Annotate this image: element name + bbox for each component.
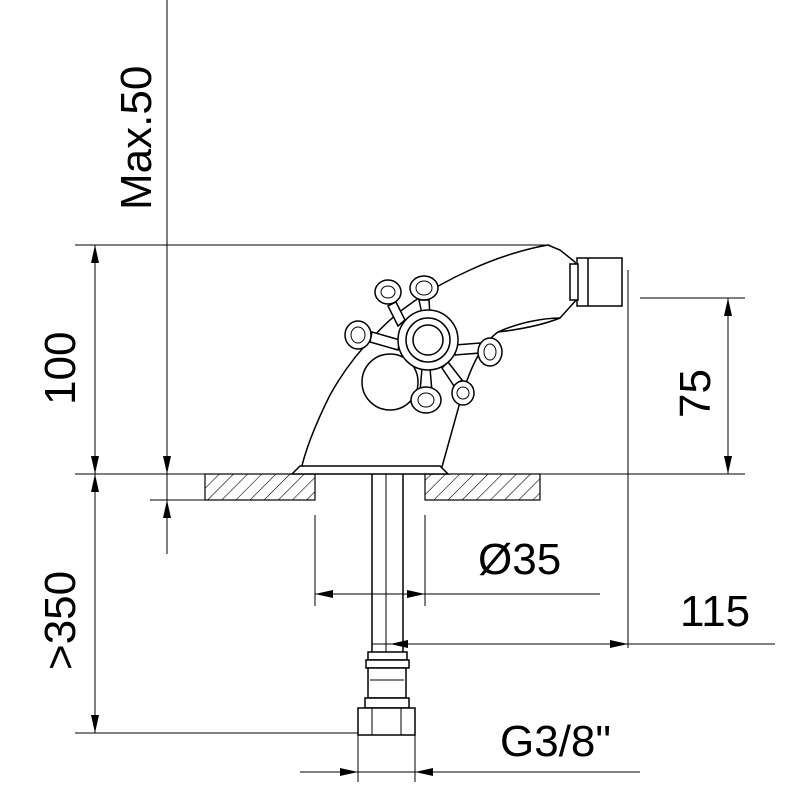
diameter-arrow-right bbox=[407, 590, 425, 598]
handle-hub-ring bbox=[405, 317, 451, 363]
hose-ring bbox=[365, 659, 410, 669]
cross-handle bbox=[344, 275, 503, 414]
hose-collar bbox=[367, 651, 408, 661]
handle-knob-left bbox=[344, 320, 372, 350]
hose-hex-nut bbox=[357, 707, 416, 736]
hose-ferrule bbox=[367, 667, 407, 699]
spout-height-arrow-bottom bbox=[724, 456, 732, 474]
handle-knob-right bbox=[477, 337, 503, 367]
dimension-350: >350 bbox=[36, 474, 99, 733]
handle-knob-lower-right-cap bbox=[456, 386, 470, 400]
thread-arrow-right bbox=[415, 768, 433, 776]
handle-arm-upper-left bbox=[386, 300, 406, 328]
handle-knob-upper-left bbox=[374, 279, 402, 305]
handle-knob-left-cap bbox=[350, 326, 366, 344]
base-flange bbox=[290, 465, 450, 475]
height-label: 100 bbox=[36, 332, 85, 405]
dimension-max50: Max.50 bbox=[112, 0, 171, 554]
aerator-collar bbox=[569, 263, 579, 301]
handle-hub-outer bbox=[397, 309, 459, 371]
height-arrow-bottom bbox=[91, 456, 99, 474]
handle-knob-right-cap bbox=[483, 343, 497, 361]
spout-height-label: 75 bbox=[671, 369, 720, 418]
reach-arrow-left bbox=[390, 640, 408, 648]
handle-arm-right bbox=[454, 342, 481, 356]
diameter-arrow-left bbox=[315, 590, 333, 598]
dimension-thread: G3/8" bbox=[300, 717, 640, 776]
faucet-body bbox=[290, 244, 623, 475]
thread-arrow-left bbox=[340, 768, 358, 776]
extension-lines bbox=[75, 244, 745, 782]
cartridge-dome bbox=[361, 353, 419, 411]
max50-label: Max.50 bbox=[112, 66, 161, 210]
length-label: >350 bbox=[36, 571, 85, 670]
handle-knob-upper-left-cap bbox=[380, 285, 396, 299]
dimension-diameter: Ø35 bbox=[315, 535, 600, 598]
thread-label: G3/8" bbox=[500, 717, 611, 766]
diameter-label: Ø35 bbox=[478, 535, 561, 584]
handle-knob-top bbox=[409, 275, 439, 301]
hose-nut-collar bbox=[364, 697, 410, 709]
handle-knob-bottom-cap bbox=[417, 392, 435, 408]
handle-knob-bottom bbox=[410, 386, 442, 414]
max50-arrow-bottom bbox=[163, 500, 171, 518]
countertop bbox=[204, 473, 541, 501]
dimension-75: 75 bbox=[671, 298, 732, 474]
reach-arrow-right bbox=[610, 640, 628, 648]
aerator-outlet bbox=[576, 257, 623, 307]
length-arrow-bottom bbox=[91, 715, 99, 733]
supply-hose bbox=[357, 474, 416, 736]
reach-label: 115 bbox=[680, 587, 750, 636]
spout-lower-contour bbox=[497, 317, 561, 333]
height-arrow-top bbox=[91, 245, 99, 263]
spout-height-arrow-top bbox=[724, 298, 732, 316]
dimension-115: 115 bbox=[372, 587, 775, 648]
length-arrow-top bbox=[91, 474, 99, 492]
countertop-right-section bbox=[424, 473, 541, 501]
max50-arrow-top bbox=[163, 456, 171, 474]
dimension-100: 100 bbox=[36, 245, 99, 474]
handle-knob-lower-right bbox=[451, 380, 475, 406]
handle-hub-center bbox=[412, 324, 444, 356]
handle-knob-top-cap bbox=[415, 280, 433, 296]
countertop-left-section bbox=[204, 473, 316, 501]
